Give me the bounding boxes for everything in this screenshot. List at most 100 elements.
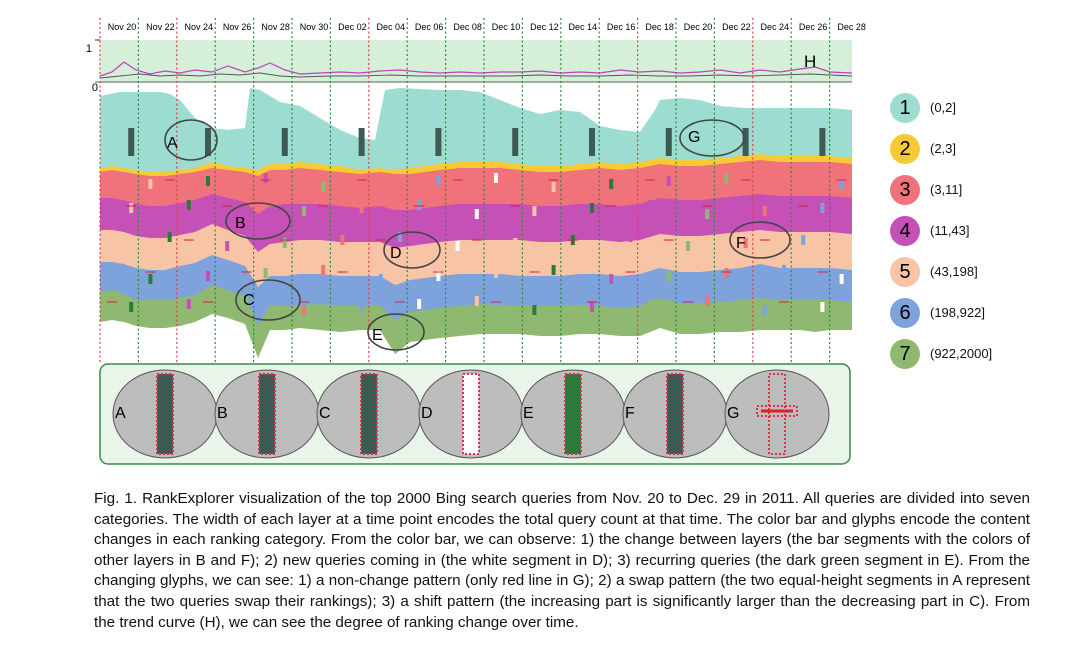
glyph-zoom-bar bbox=[462, 373, 480, 455]
color-bar-segment bbox=[186, 299, 191, 309]
glyph-zoom-bar bbox=[360, 373, 378, 455]
legend-label: (2,3] bbox=[930, 141, 957, 156]
glyph-zoom-label: G bbox=[727, 405, 739, 422]
color-bar-segment bbox=[647, 200, 652, 210]
color-bar-segment bbox=[820, 203, 825, 213]
color-bar-segment bbox=[474, 296, 479, 306]
swap-glyph bbox=[512, 128, 519, 156]
glyph-zoom-label: A bbox=[115, 405, 126, 422]
legend-item: 5 (43,198] bbox=[888, 257, 1078, 291]
legend-swatch: 6 bbox=[890, 298, 920, 328]
color-bar-segment bbox=[340, 235, 345, 245]
color-bar-segment bbox=[455, 241, 460, 251]
date-label: Nov 22 bbox=[146, 22, 175, 32]
date-label: Dec 12 bbox=[530, 22, 559, 32]
glyph-zoom-bar bbox=[564, 373, 582, 455]
color-bar-segment bbox=[417, 299, 422, 309]
annotation-ellipse bbox=[367, 313, 425, 351]
swap-glyph bbox=[205, 128, 211, 156]
legend-label: (0,2] bbox=[930, 100, 957, 115]
color-bar-segment bbox=[762, 206, 767, 216]
color-bar-segment bbox=[609, 274, 614, 284]
glyph-zoom-label: D bbox=[421, 405, 433, 422]
color-bar-segment bbox=[839, 179, 844, 189]
date-label: Nov 20 bbox=[108, 22, 137, 32]
annotation-label: D bbox=[390, 245, 402, 262]
legend-swatch: 5 bbox=[890, 257, 920, 287]
layer-1-(0,2] bbox=[100, 88, 852, 172]
color-bar-segment bbox=[782, 182, 786, 192]
annotation-label: A bbox=[167, 135, 178, 152]
legend-item: 3 (3,11] bbox=[888, 175, 1078, 209]
color-bar-segment bbox=[148, 274, 153, 284]
color-bar-segment bbox=[436, 271, 441, 281]
color-bar-segment bbox=[436, 176, 441, 186]
swap-glyph bbox=[358, 128, 365, 156]
legend-label: (43,198] bbox=[930, 264, 978, 279]
color-bar-segment bbox=[532, 305, 537, 315]
color-bar-glyphs bbox=[107, 128, 847, 315]
color-bar-segment bbox=[302, 206, 306, 216]
date-label: Dec 02 bbox=[338, 22, 367, 32]
swap-glyph bbox=[589, 128, 595, 156]
date-label: Dec 24 bbox=[761, 22, 790, 32]
legend-item: 7 (922,2000] bbox=[888, 339, 1078, 373]
color-bar-segment bbox=[206, 176, 210, 186]
color-bar-segment bbox=[666, 176, 671, 186]
legend-item: 6 (198,922] bbox=[888, 298, 1078, 332]
color-bar-segment bbox=[110, 235, 114, 245]
legend-label: (3,11] bbox=[930, 182, 963, 197]
legend-swatch: 7 bbox=[890, 339, 920, 369]
date-label: Nov 24 bbox=[185, 22, 214, 32]
glyph-zoom-bar bbox=[768, 373, 786, 455]
color-bar-segment bbox=[590, 203, 594, 213]
color-bar-segment bbox=[378, 179, 383, 189]
annotation-label: G bbox=[688, 129, 700, 146]
annotation-ellipse bbox=[729, 221, 791, 259]
legend-item: 4(11,43] bbox=[888, 216, 1078, 250]
color-bar-segment bbox=[148, 179, 153, 189]
swap-glyph bbox=[665, 128, 672, 156]
color-bar-segment bbox=[417, 200, 422, 210]
color-bar-segment bbox=[321, 182, 326, 192]
color-bar-segment bbox=[167, 232, 172, 242]
color-bar-segment bbox=[244, 209, 249, 219]
color-bar-segment bbox=[494, 173, 498, 183]
date-label: Dec 28 bbox=[837, 22, 866, 32]
annotation-ellipse bbox=[383, 231, 441, 269]
color-bar-segment bbox=[782, 265, 786, 275]
date-label: Nov 26 bbox=[223, 22, 252, 32]
legend-label: (922,2000] bbox=[930, 346, 993, 361]
color-bar-segment bbox=[724, 268, 729, 278]
date-label: Dec 04 bbox=[377, 22, 406, 32]
date-label: Dec 14 bbox=[569, 22, 598, 32]
color-bar-segment bbox=[705, 296, 710, 306]
trend-axis-top: 1 bbox=[86, 43, 92, 55]
color-bar-segment bbox=[378, 274, 383, 284]
color-bar-segment bbox=[321, 265, 326, 275]
legend-label: (11,43] bbox=[930, 223, 970, 238]
color-bar-segment bbox=[609, 179, 614, 189]
swap-glyph bbox=[128, 128, 135, 156]
color-bar-segment bbox=[359, 203, 364, 213]
time-dividers bbox=[99, 18, 831, 362]
trend-curve-gray bbox=[99, 72, 853, 79]
legend-swatch: 1 bbox=[890, 93, 920, 123]
color-bar-segment bbox=[282, 238, 287, 248]
glyph-zoom-label: B bbox=[217, 405, 228, 422]
trend-axis-bottom: 0 bbox=[92, 82, 98, 94]
color-bar-segment bbox=[532, 206, 537, 216]
legend-swatch: 3 bbox=[890, 175, 920, 205]
legend-swatch: 2 bbox=[890, 134, 920, 164]
color-bar-segment bbox=[762, 305, 767, 315]
color-bar-segment bbox=[705, 209, 710, 219]
swap-glyph bbox=[742, 128, 749, 156]
date-label: Dec 06 bbox=[415, 22, 444, 32]
swap-glyph bbox=[819, 128, 826, 156]
color-bar-segment bbox=[263, 173, 268, 183]
legend-label: (198,922] bbox=[930, 305, 985, 320]
color-bar-segment bbox=[551, 182, 556, 192]
glyph-zoom-frame bbox=[756, 405, 798, 417]
